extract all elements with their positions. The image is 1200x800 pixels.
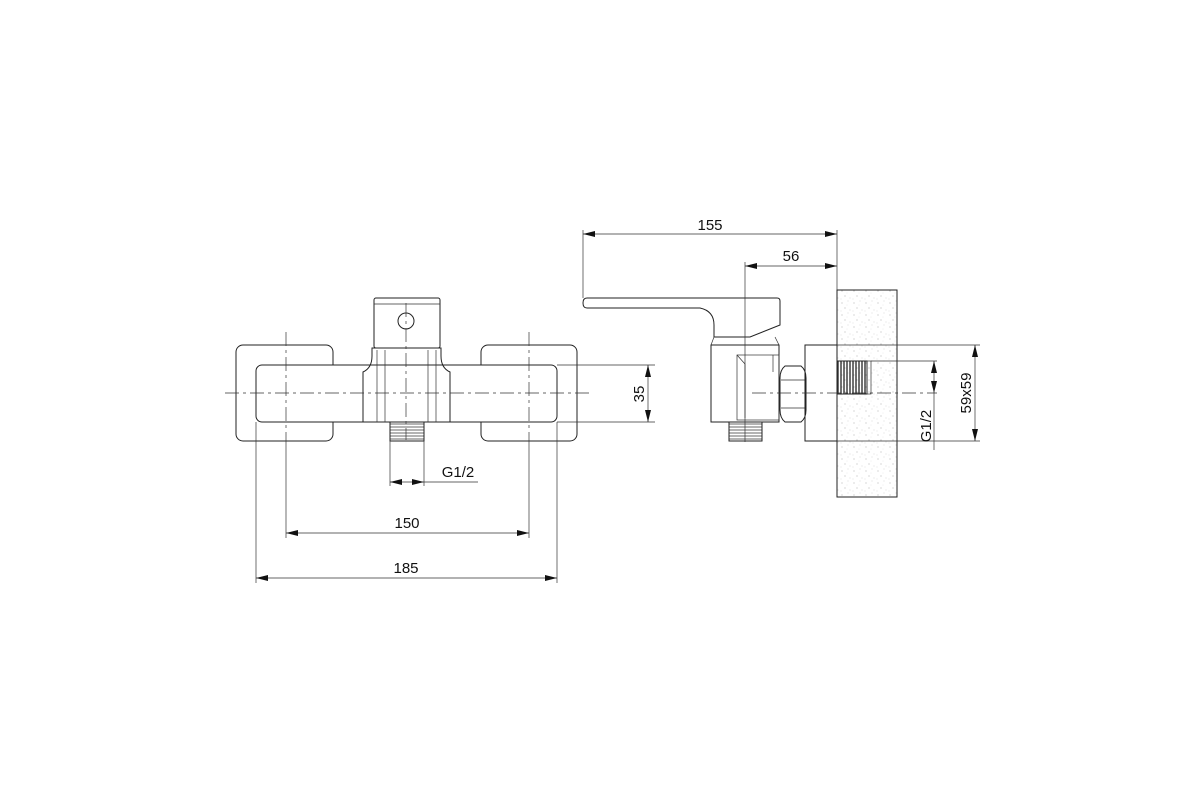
body-bar [255, 364, 558, 423]
dim-height-35: 35 [631, 386, 648, 403]
front-view: 35 G1/2 150 185 [225, 297, 655, 583]
dim-thread-g12: G1/2 [442, 464, 475, 481]
hex-nut [779, 365, 807, 423]
dim-body-56: 56 [783, 248, 800, 265]
handle-top [373, 297, 441, 349]
wall-thread [836, 360, 868, 395]
side-outlet-thread [728, 421, 763, 442]
dim-width-185: 185 [393, 560, 418, 577]
lever [582, 297, 781, 338]
dim-flange-59x59: 59x59 [958, 373, 975, 414]
outlet-thread [389, 421, 425, 442]
dim-depth-155: 155 [697, 217, 722, 234]
dim-center-150: 150 [394, 515, 419, 532]
side-view: 155 56 G1/2 59x59 [582, 217, 980, 498]
dim-thread-side-g12: G1/2 [918, 410, 935, 443]
